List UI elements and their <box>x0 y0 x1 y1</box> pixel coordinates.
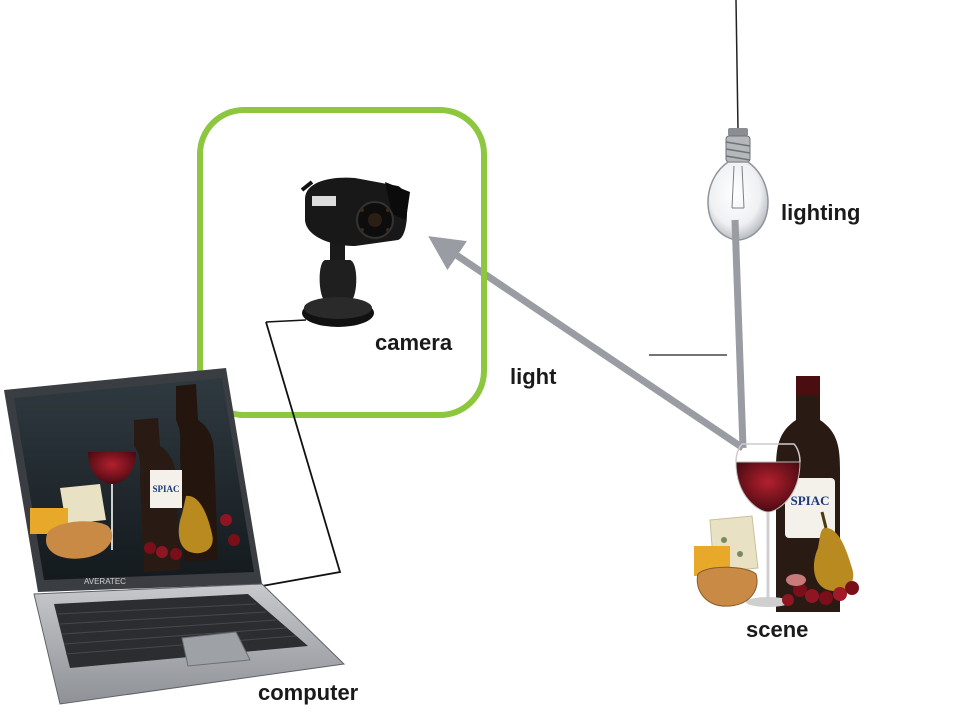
laptop-brand: AVERATEC <box>84 577 126 586</box>
light-arrow <box>428 236 745 451</box>
label-camera: camera <box>375 330 453 355</box>
camera-cable <box>261 321 342 587</box>
wine-scene-icon: SPIAC <box>694 376 859 612</box>
label-light: light <box>510 364 557 389</box>
lighting-ray <box>731 219 747 449</box>
label-computer: computer <box>258 680 359 705</box>
label-scene: scene <box>746 617 808 642</box>
scene-bottle-label: SPIAC <box>790 493 829 508</box>
laptop-icon: SPIAC AVERATEC <box>4 368 346 705</box>
screen-bottle-label: SPIAC <box>152 484 179 494</box>
light-bulb-icon <box>707 0 769 241</box>
camera-highlight-box <box>197 107 487 418</box>
camera-icon <box>265 177 410 327</box>
label-lighting: lighting <box>781 200 860 225</box>
